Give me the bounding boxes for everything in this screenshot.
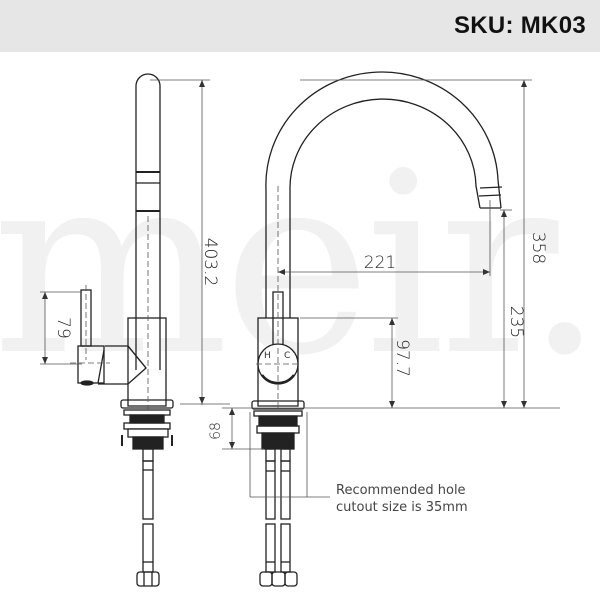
dim-overall-height: 403.2 xyxy=(200,238,220,287)
dimension-arrows xyxy=(42,80,527,449)
dim-spout-reach: 221 xyxy=(364,253,396,273)
dim-total-height: 358 xyxy=(528,232,548,264)
front-view-dimensions xyxy=(222,79,560,498)
dim-spout-height: 235 xyxy=(506,306,526,338)
front-view-tap xyxy=(251,71,503,587)
side-view-dimensions xyxy=(40,79,230,405)
dim-below-deck: 68 xyxy=(208,422,224,440)
cold-label: C xyxy=(284,351,290,361)
dim-body-height: 97.7 xyxy=(392,339,412,377)
brand-watermark: meir. xyxy=(0,119,600,410)
hot-label: H xyxy=(264,351,271,361)
hole-note-line1: Recommended hole xyxy=(336,483,466,498)
hole-note-line2: cutout size is 35mm xyxy=(336,500,468,515)
dim-lever-height: 79 xyxy=(53,317,73,339)
sku-label: SKU: MK03 xyxy=(453,12,586,39)
side-view-tap xyxy=(70,73,174,587)
header-bar: SKU: MK03 xyxy=(0,0,600,52)
